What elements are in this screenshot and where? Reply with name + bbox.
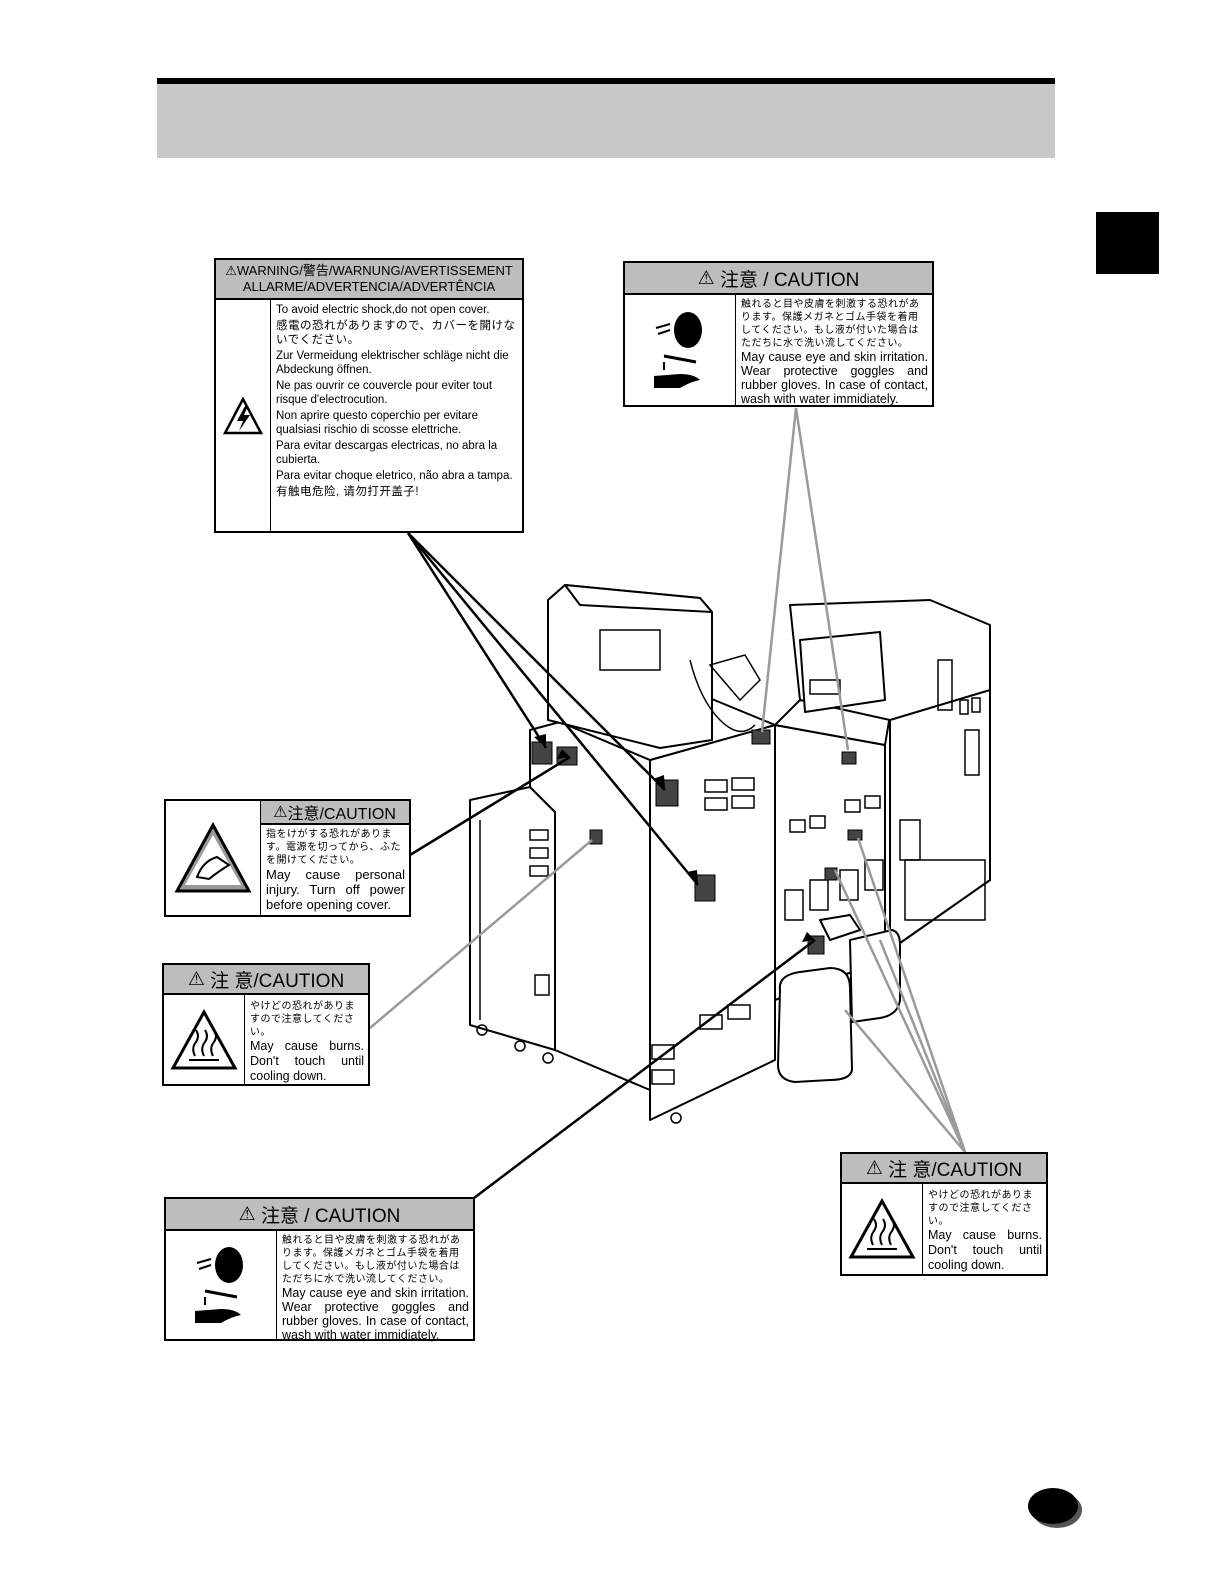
label-header: ⚠WARNING/警告/WARNUNG/AVERTISSEMENT ALLARM… — [216, 260, 522, 300]
caution-burn-label-left: ⚠ 注 意/CAUTION やけどの恐れがありますので注意してください。 May… — [162, 963, 370, 1086]
eye-splash-icon — [655, 312, 702, 348]
warning-line: Non aprire questo coperchio per evitare … — [276, 410, 479, 436]
warning-triangle-icon: ⚠ — [238, 1203, 261, 1225]
chapter-tab — [1096, 212, 1159, 274]
warning-triangle-icon: ⚠ — [187, 968, 211, 990]
caution-pinch-label: ⚠注意/CAUTION 指をけがする恐れがあります。電源を切ってから、ふたを開け… — [164, 799, 411, 917]
header-rule — [157, 78, 1055, 84]
warning-triangle-icon: ⚠ — [273, 804, 288, 821]
caution-burn-label-right: ⚠ 注 意/CAUTION やけどの恐れがありますので注意してください。 May… — [840, 1152, 1048, 1276]
canister-front — [777, 967, 853, 1083]
page-marker — [1028, 1488, 1078, 1524]
warning-electric-label: ⚠WARNING/警告/WARNUNG/AVERTISSEMENT ALLARM… — [214, 258, 524, 533]
warning-line: 有触电危险, 请勿打开盖子! — [276, 486, 420, 498]
hand-chemical-icon — [654, 354, 700, 388]
label-marker — [531, 741, 553, 765]
warning-line: To avoid electric shock,do not open cove… — [276, 304, 490, 316]
hot-surface-icon — [170, 1008, 238, 1069]
warning-line: Para evitar choque eletrico, não abra a … — [276, 470, 513, 482]
warning-line: Ne pas ouvrir ce couvercle pour eviter t… — [276, 380, 493, 406]
caution-chemical-label-top: ⚠ 注意 / CAUTION 触れると目や皮膚を刺激する恐れがあります。保護メガ… — [623, 261, 934, 407]
hand-pinch-icon — [174, 821, 252, 893]
header-band — [157, 84, 1055, 158]
warning-triangle-icon: ⚠ — [865, 1157, 889, 1179]
electric-shock-icon — [223, 396, 263, 434]
warning-line: 感電の恐れがありますので、カバーを開けないでください。 — [276, 320, 516, 346]
warning-line: Para evitar descargas electricas, no abr… — [276, 440, 498, 466]
left-cabinet — [469, 786, 556, 1051]
hot-surface-icon — [848, 1197, 916, 1259]
warning-triangle-icon: ⚠ — [225, 263, 237, 278]
hand-chemical-icon — [195, 1289, 241, 1323]
warning-line: Zur Vermeidung elektrischer schläge nich… — [276, 350, 509, 376]
warning-triangle-icon: ⚠ — [697, 267, 720, 289]
eye-splash-icon — [196, 1247, 243, 1283]
caution-chemical-label-bottom: ⚠ 注意 / CAUTION 触れると目や皮膚を刺激する恐れがあります。保護メガ… — [164, 1197, 475, 1342]
